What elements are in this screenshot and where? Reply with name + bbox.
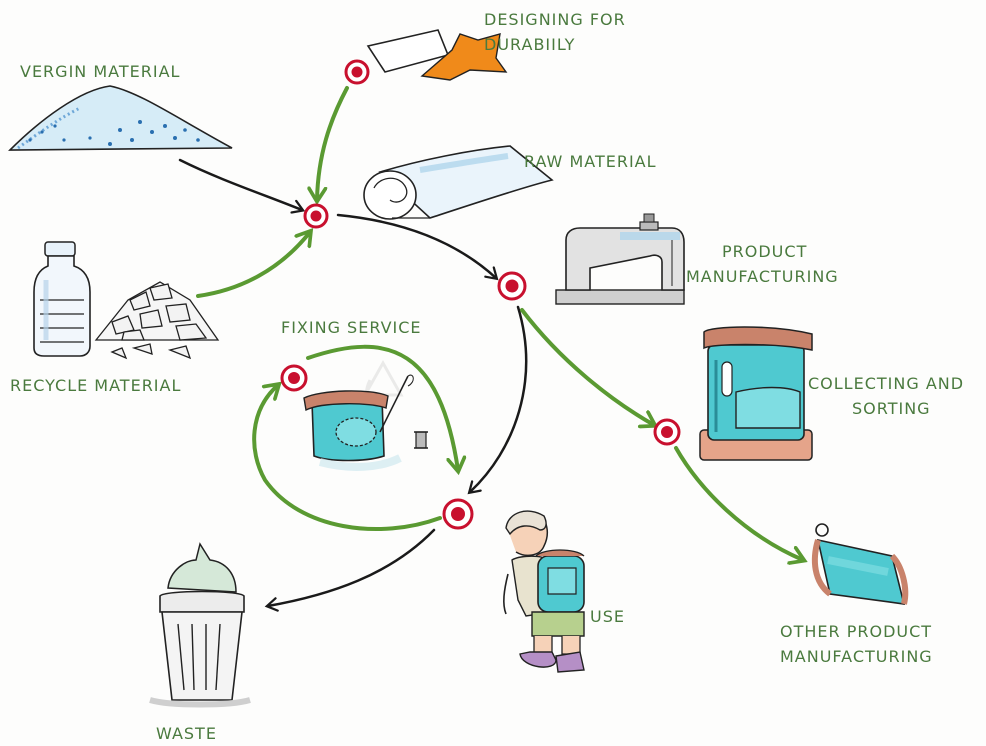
trash-can-icon — [149, 542, 251, 708]
label-other-manufacturing: MANUFACTURING — [780, 647, 933, 666]
node-product — [497, 271, 527, 301]
label-raw-material: RAW MATERIAL — [524, 152, 657, 171]
arrow-fixing-loop-bottom — [252, 385, 442, 532]
powder-pile-icon — [8, 85, 233, 151]
arrow-use-to-waste — [264, 528, 436, 612]
rubble-pile-icon — [94, 281, 220, 360]
label-manufacturing: MANUFACTURING — [686, 267, 839, 286]
arrow-vergin-to-hub — [178, 158, 306, 214]
fabric-swatch-icon — [366, 29, 508, 81]
label-waste: WASTE — [156, 724, 217, 743]
node-designing — [344, 59, 370, 85]
label-designing-for: DESIGNING FOR — [484, 10, 626, 29]
label-durabiily: DURABIILY — [484, 35, 576, 54]
node-use — [442, 498, 474, 530]
person-icon — [503, 510, 585, 673]
arrow-hub-to-product — [336, 213, 499, 281]
backpack-icon — [699, 326, 813, 461]
arrow-product-to-collecting — [520, 308, 654, 425]
pencil-case-icon — [811, 523, 909, 605]
arrow-product-to-use — [467, 305, 528, 495]
label-recycle-material: RECYCLE MATERIAL — [10, 376, 182, 395]
label-collecting-and: COLLECTING AND — [808, 374, 965, 393]
label-product: PRODUCT — [722, 242, 808, 261]
label-fixing-service: FIXING SERVICE — [281, 318, 422, 337]
arrow-fixing-loop-top — [306, 344, 458, 470]
repair-bag-icon — [303, 374, 428, 471]
label-sorting: SORTING — [852, 399, 931, 418]
arrow-collecting-to-other — [674, 446, 803, 560]
arrow-recycle-to-hub — [196, 232, 310, 298]
arrow-designing-to-hub — [317, 86, 349, 200]
node-hub — [303, 203, 329, 229]
label-other-product: OTHER PRODUCT — [780, 622, 933, 641]
fabric-roll-icon — [363, 145, 554, 220]
sewing-machine-icon — [555, 213, 685, 305]
node-collecting — [653, 418, 681, 446]
node-fixing — [280, 364, 308, 392]
bottle-icon — [33, 241, 91, 357]
label-vergin-material: VERGIN MATERIAL — [20, 62, 181, 81]
label-use: USE — [590, 607, 625, 626]
